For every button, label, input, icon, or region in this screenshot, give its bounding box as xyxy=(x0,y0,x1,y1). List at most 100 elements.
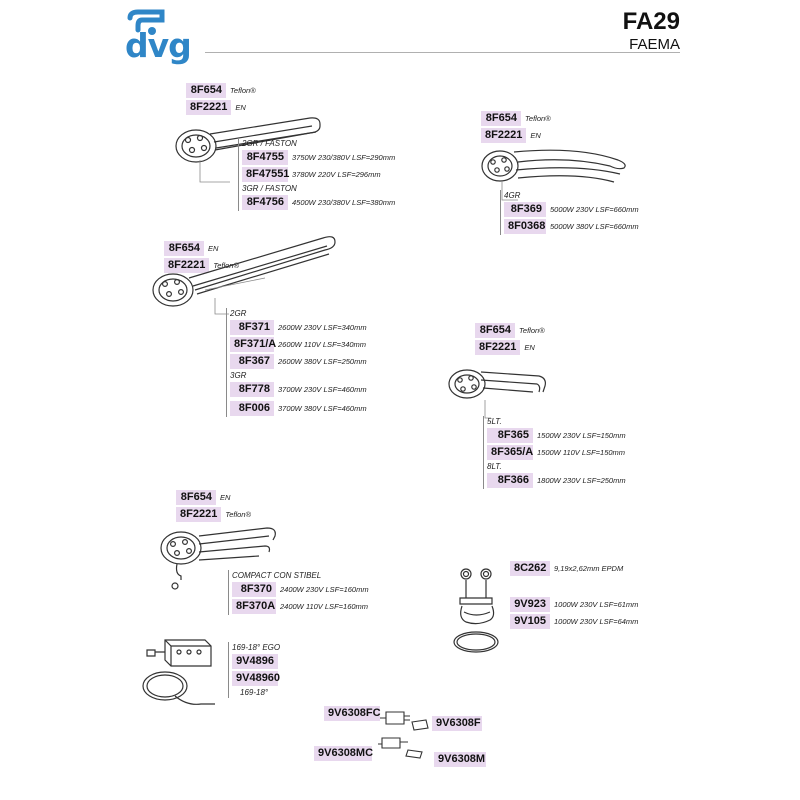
part-desc: 1000W 230V LSF=64mm xyxy=(554,616,639,626)
part-desc: 2600W 110V LSF=340mm xyxy=(278,339,367,349)
part-row: 8F654 EN xyxy=(176,489,251,505)
part-desc: 3750W 230/380V LSF=290mm xyxy=(292,152,396,162)
part-code[interactable]: 8F371 xyxy=(230,319,274,335)
part-row: 8F369 5000W 230V LSF=660mm xyxy=(504,201,639,217)
part-code[interactable]: 9V105 xyxy=(510,613,550,629)
part-code[interactable]: 9V6308FC xyxy=(324,706,381,721)
spec-list: COMPACT CON STIBEL 8F370 2400W 230V LSF=1… xyxy=(228,570,369,615)
heating-element-drawing xyxy=(160,527,276,590)
part-code[interactable]: 9V6308MC xyxy=(314,746,373,761)
part-row: 8F778 3700W 230V LSF=460mm xyxy=(230,381,367,397)
part-desc: 5000W 230V LSF=660mm xyxy=(550,204,639,214)
part-code[interactable]: 8F47551 xyxy=(242,166,289,182)
part-code[interactable]: 8F2221 xyxy=(481,127,527,143)
part-desc: EN xyxy=(530,130,541,140)
part-code[interactable]: 8F4755 xyxy=(242,149,288,165)
spacer xyxy=(510,577,638,596)
part-desc: 1500W 110V LSF=150mm xyxy=(537,447,626,457)
part-desc: EN xyxy=(524,342,535,352)
part-desc: 1000W 230V LSF=61mm xyxy=(554,599,639,609)
part-desc: 5000W 380V LSF=660mm xyxy=(550,221,639,231)
part-code[interactable]: 8F365 xyxy=(487,427,533,443)
part-code[interactable]: 8F778 xyxy=(230,381,274,397)
part-desc: Teflon® xyxy=(230,85,256,95)
page-title: FA29 xyxy=(622,8,680,35)
part-code[interactable]: 8F654 xyxy=(186,82,226,98)
group-note: 8LT. xyxy=(487,462,502,471)
part-code[interactable]: 8C262 xyxy=(510,560,550,576)
group-note: 169-18° EGO xyxy=(232,643,281,652)
part-desc: 3700W 230V LSF=460mm xyxy=(278,384,367,394)
heating-element-drawing xyxy=(448,369,546,419)
part-desc: Teflon® xyxy=(525,113,551,123)
part-row: 8F4756 4500W 230/380V LSF=380mm xyxy=(242,194,395,210)
part-desc: 4500W 230/380V LSF=380mm xyxy=(292,197,396,207)
part-code[interactable]: 8F0368 xyxy=(504,218,546,234)
part-code[interactable]: 9V48960 xyxy=(232,670,280,686)
part-code[interactable]: 8F006 xyxy=(230,400,274,416)
part-code[interactable]: 8F366 xyxy=(487,472,533,488)
part-row: 8F370 2400W 230V LSF=160mm xyxy=(232,581,369,597)
part-code[interactable]: 9V4896 xyxy=(232,653,278,669)
part-row: 9V105 1000W 230V LSF=64mm xyxy=(510,613,638,629)
part-code[interactable]: 8F369 xyxy=(504,201,546,217)
part-code[interactable]: 9V6308M xyxy=(434,752,486,767)
part-desc: 1800W 230V LSF=250mm xyxy=(537,475,626,485)
part-desc: 2600W 230V LSF=340mm xyxy=(278,322,367,332)
part-desc: 3700W 380V LSF=460mm xyxy=(278,403,367,413)
part-desc: 3780W 220V LSF=296mm xyxy=(292,169,381,179)
part-code[interactable]: 8F654 xyxy=(481,110,521,126)
part-code[interactable]: 8F367 xyxy=(230,353,274,369)
part-code[interactable]: 8F2221 xyxy=(164,257,210,273)
part-code[interactable]: 8F654 xyxy=(164,240,204,256)
part-row: 8F367 2600W 380V LSF=250mm xyxy=(230,353,367,369)
heating-element-drawing xyxy=(152,236,336,315)
logo-text: dvg xyxy=(125,26,192,65)
part-code[interactable]: 8F371/A xyxy=(230,336,276,352)
part-desc: EN xyxy=(220,492,231,502)
group-note: 2GR xyxy=(230,309,247,318)
part-desc: 2400W 230V LSF=160mm xyxy=(280,584,369,594)
part-code[interactable]: 8F2221 xyxy=(186,99,232,115)
part-code[interactable]: 8F370 xyxy=(232,581,276,597)
part-row: 8F4755 3750W 230/380V LSF=290mm xyxy=(242,149,395,165)
part-code[interactable]: 8F654 xyxy=(176,489,216,505)
part-row: 9V923 1000W 230V LSF=61mm xyxy=(510,596,638,612)
part-code[interactable]: 8F654 xyxy=(475,322,515,338)
part-code[interactable]: 9V923 xyxy=(510,596,550,612)
part-row: 9V4896 xyxy=(232,653,280,669)
spec-list: 2GR / FASTON 8F4755 3750W 230/380V LSF=29… xyxy=(238,138,395,211)
part-code[interactable]: 8F2221 xyxy=(475,339,521,355)
small-heater-drawing xyxy=(453,568,499,653)
group-note: COMPACT CON STIBEL xyxy=(232,571,322,580)
part-code[interactable]: 8F2221 xyxy=(176,506,222,522)
group-note: 2GR / FASTON xyxy=(242,139,297,148)
part-row: 8F0368 5000W 380V LSF=660mm xyxy=(504,218,639,234)
part-code[interactable]: 8F365/A xyxy=(487,444,533,460)
part-code[interactable]: 8F370A xyxy=(232,598,276,614)
part-row: 8F006 3700W 380V LSF=460mm xyxy=(230,400,367,416)
heating-element-drawing xyxy=(175,117,321,183)
part-row: 8F2221 EN xyxy=(186,99,256,115)
part-code[interactable]: 9V6308F xyxy=(432,716,482,731)
part-code[interactable]: 8F4756 xyxy=(242,194,288,210)
part-row: 8F654 Teflon® xyxy=(186,82,256,98)
part-row: 8F654 Teflon® xyxy=(481,110,551,126)
part-desc: 1500W 230V LSF=150mm xyxy=(537,430,626,440)
connector-drawing xyxy=(378,711,429,759)
group-note: 3GR / FASTON xyxy=(242,184,297,193)
part-desc: Teflon® xyxy=(213,260,239,270)
part-desc: 2600W 380V LSF=250mm xyxy=(278,356,367,366)
